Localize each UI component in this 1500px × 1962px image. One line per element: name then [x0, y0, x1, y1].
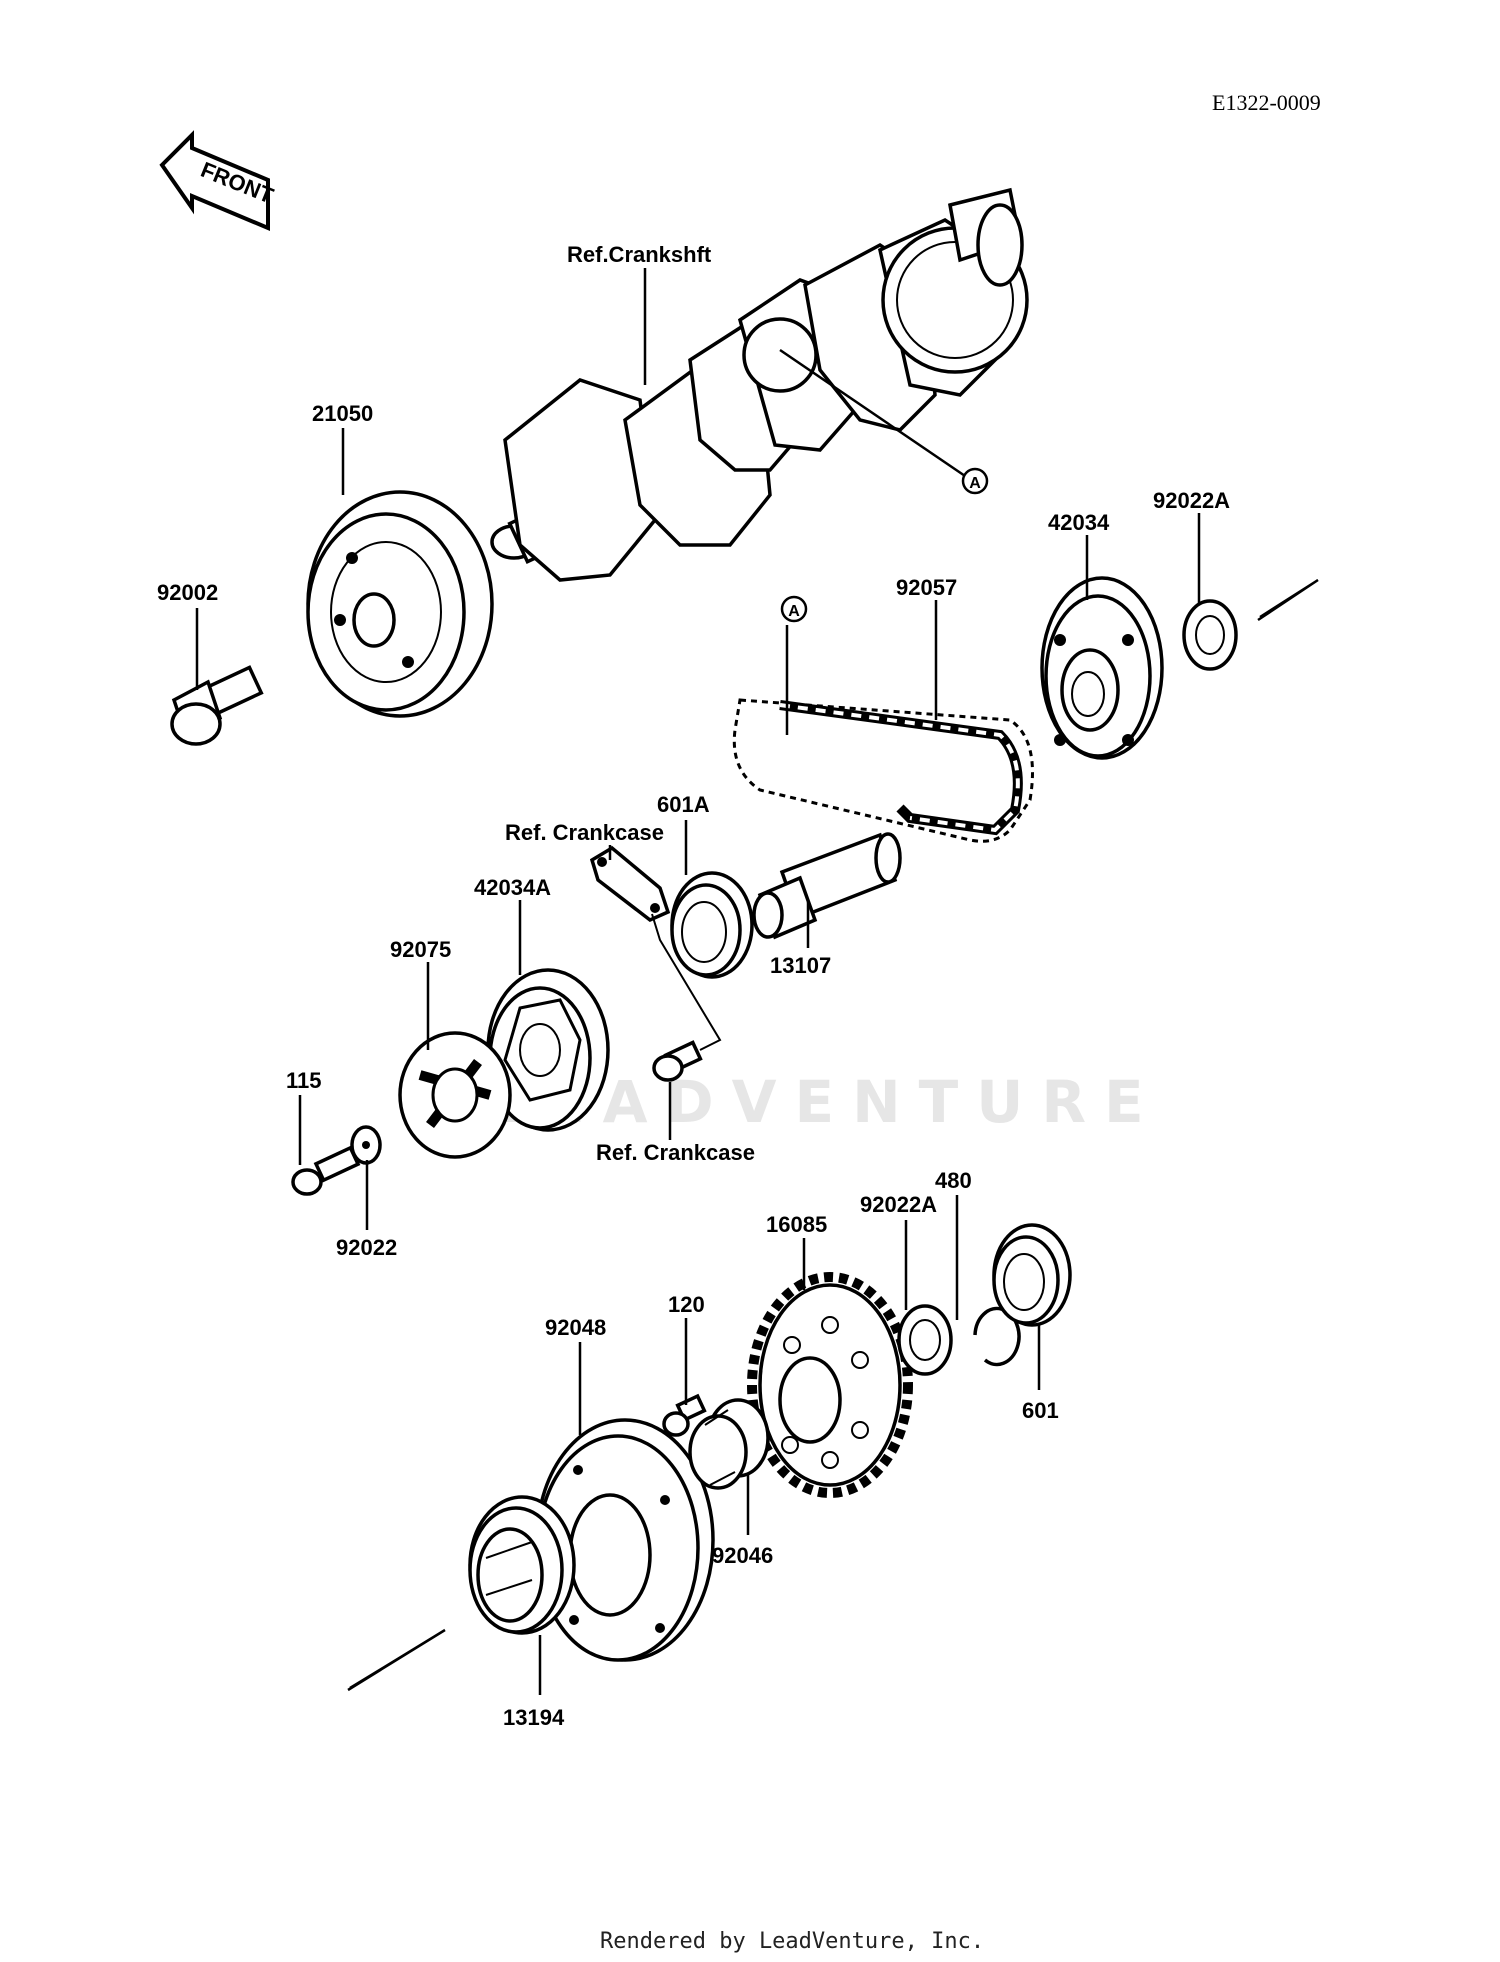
part-42034-hub: [1040, 576, 1164, 760]
part-92022A-washer-bottom: [897, 1304, 953, 1376]
part-16085-sprocket: [747, 1272, 913, 1498]
part-42034A-housing: [486, 968, 610, 1132]
label-120: 120: [668, 1292, 705, 1317]
crankcase-bracket: [589, 845, 722, 1051]
part-92002-bolt: [170, 665, 264, 746]
crankcase-bolt: [652, 1040, 703, 1082]
part-601A-bearing: [670, 871, 754, 979]
part-92022A-washer-top: [1182, 599, 1238, 671]
label-92022A-top: 92022A: [1153, 488, 1230, 513]
part-13194-clutch: [468, 1495, 576, 1635]
label-601A: 601A: [657, 792, 710, 817]
label-ref-crankcase-bottom: Ref. Crankcase: [596, 1140, 755, 1165]
label-92075: 92075: [390, 937, 451, 962]
part-601-bearing: [992, 1223, 1072, 1327]
label-92022A-bottom: 92022A: [860, 1192, 937, 1217]
label-92057: 92057: [896, 575, 957, 600]
label-42034A: 42034A: [474, 875, 551, 900]
marker-a-top: A: [961, 467, 989, 495]
label-13194: 13194: [503, 1705, 565, 1730]
label-16085: 16085: [766, 1212, 827, 1237]
crankshaft-drawing: [490, 187, 1029, 582]
part-21050-pulley: [306, 490, 494, 718]
svg-text:A: A: [969, 475, 981, 492]
label-92048: 92048: [545, 1315, 606, 1340]
part-13107-shaft: [752, 832, 902, 940]
leader-lines: [195, 268, 1201, 1695]
footer-credit: Rendered by LeadVenture, Inc.: [600, 1929, 984, 1954]
part-92075-damper: [398, 1031, 512, 1159]
part-92048-flange: [535, 1418, 715, 1662]
label-92022: 92022: [336, 1235, 397, 1260]
part-92057-chain: [732, 698, 1034, 843]
label-480: 480: [935, 1168, 972, 1193]
diagram-id: E1322-0009: [1212, 90, 1321, 115]
part-120-bolt: [662, 1393, 707, 1437]
label-42034: 42034: [1048, 510, 1110, 535]
label-ref-crankcase-top: Ref. Crankcase: [505, 820, 664, 845]
part-115-bolt: [291, 1145, 361, 1196]
label-115: 115: [286, 1068, 322, 1093]
axis-line-top: [1257, 578, 1319, 622]
label-601: 601: [1022, 1398, 1059, 1423]
part-480-circlip: [973, 1306, 1021, 1367]
axis-line-bottom: [347, 1628, 446, 1692]
label-92046: 92046: [712, 1543, 773, 1568]
svg-text:A: A: [788, 603, 800, 620]
label-21050: 21050: [312, 401, 373, 426]
label-ref-crankshaft: Ref.Crankshft: [567, 242, 712, 267]
front-arrow-icon: FRONT: [159, 130, 277, 232]
part-92046-needle-bearing: [688, 1398, 770, 1490]
label-92002: 92002: [157, 580, 218, 605]
marker-a-chain: A: [780, 595, 808, 623]
label-13107: 13107: [770, 953, 831, 978]
